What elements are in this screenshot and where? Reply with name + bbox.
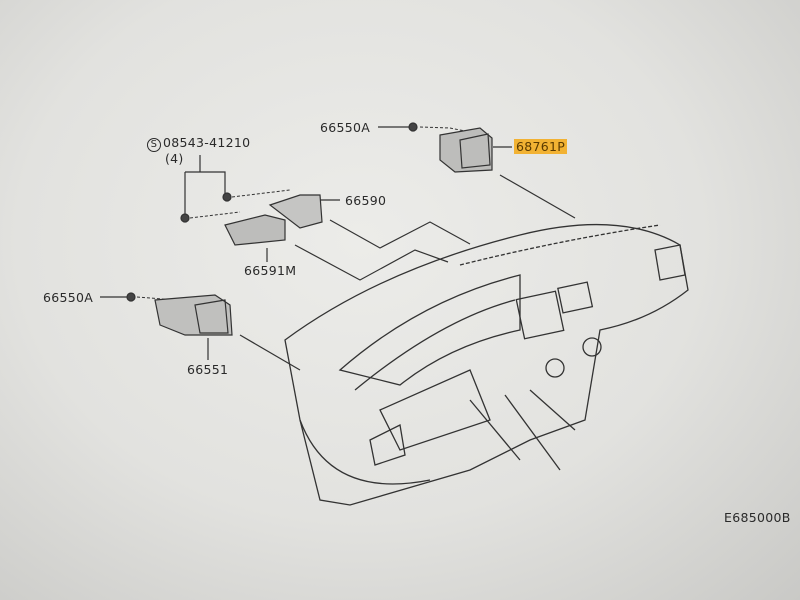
- vent-side-66591M: [224, 214, 286, 246]
- screw-part-number: 08543-41210: [163, 135, 251, 150]
- vent-side-upper-label: 66590: [345, 193, 387, 208]
- bolt-top-label: 66550A: [320, 120, 371, 135]
- vent-side-66590: [268, 194, 323, 229]
- dashboard: [284, 223, 689, 506]
- diagram-code: E685000B: [724, 510, 791, 525]
- vent-left-label: 66551: [187, 362, 229, 377]
- vent-center-68761P: [439, 127, 493, 173]
- fasteners: [126, 122, 418, 302]
- special-screw-icon: S: [147, 138, 161, 152]
- vent-center-label-highlighted: 68761P: [514, 139, 568, 154]
- screw-qty: (4): [165, 151, 184, 166]
- vent-left-66551: [154, 294, 233, 336]
- bolt-left-label: 66550A: [43, 290, 94, 305]
- vent-side-lower-label: 66591M: [244, 263, 297, 278]
